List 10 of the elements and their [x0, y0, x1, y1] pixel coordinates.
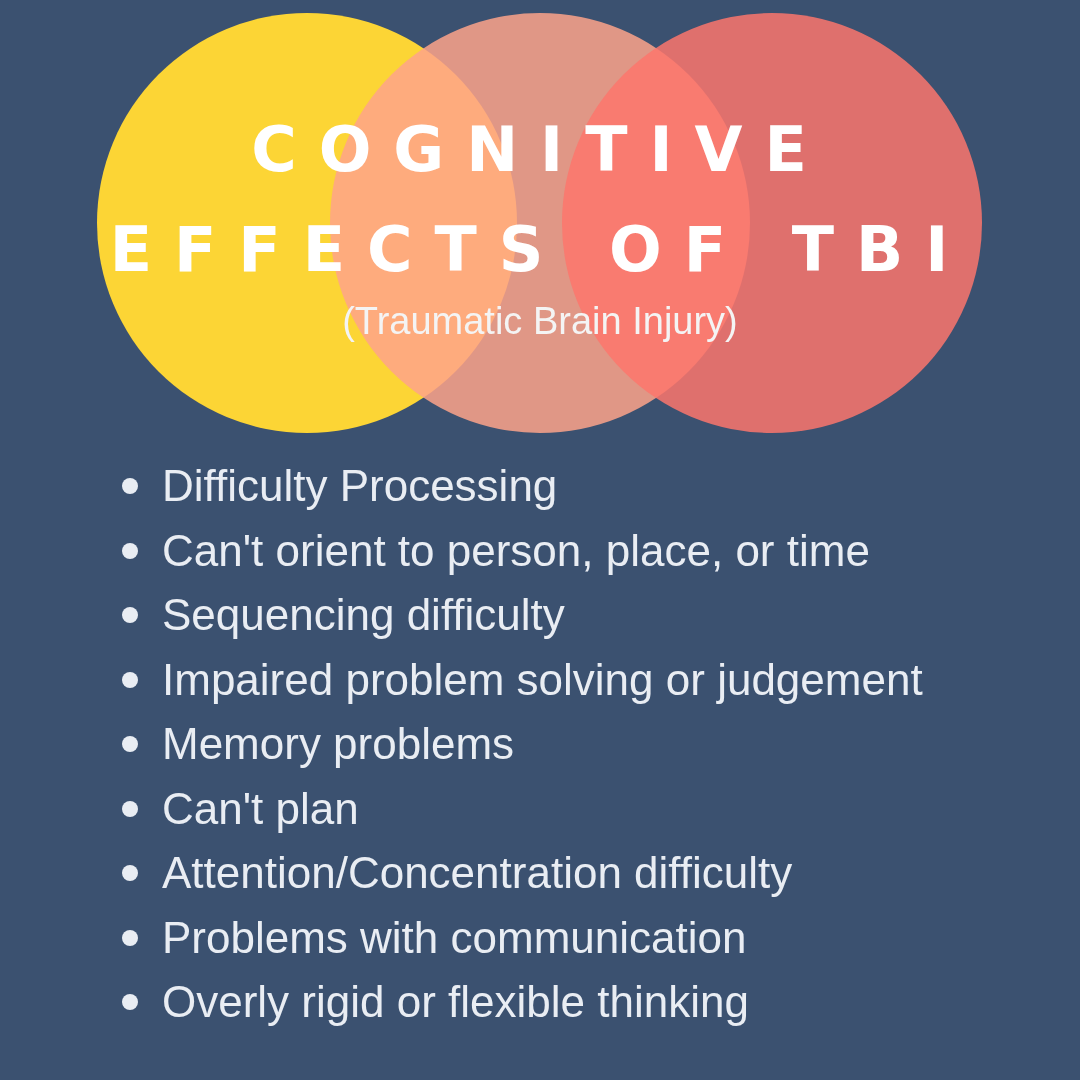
list-item: Problems with communication	[162, 911, 747, 964]
title: COGNITIVE EFFECTS OF TBI	[108, 112, 972, 288]
list-item: Attention/Concentration difficulty	[162, 847, 793, 899]
list-item: Can't orient to person, place, or time	[162, 524, 870, 577]
list-item: Overly rigid or flexible thinking	[162, 976, 749, 1028]
list-item: Can't plan	[162, 782, 359, 835]
list-item: Difficulty Processing	[162, 460, 558, 512]
list-item: Impaired problem solving or judgement	[162, 653, 923, 706]
list-item: Sequencing difficulty	[162, 589, 565, 641]
list-item: Memory problems	[162, 718, 515, 770]
